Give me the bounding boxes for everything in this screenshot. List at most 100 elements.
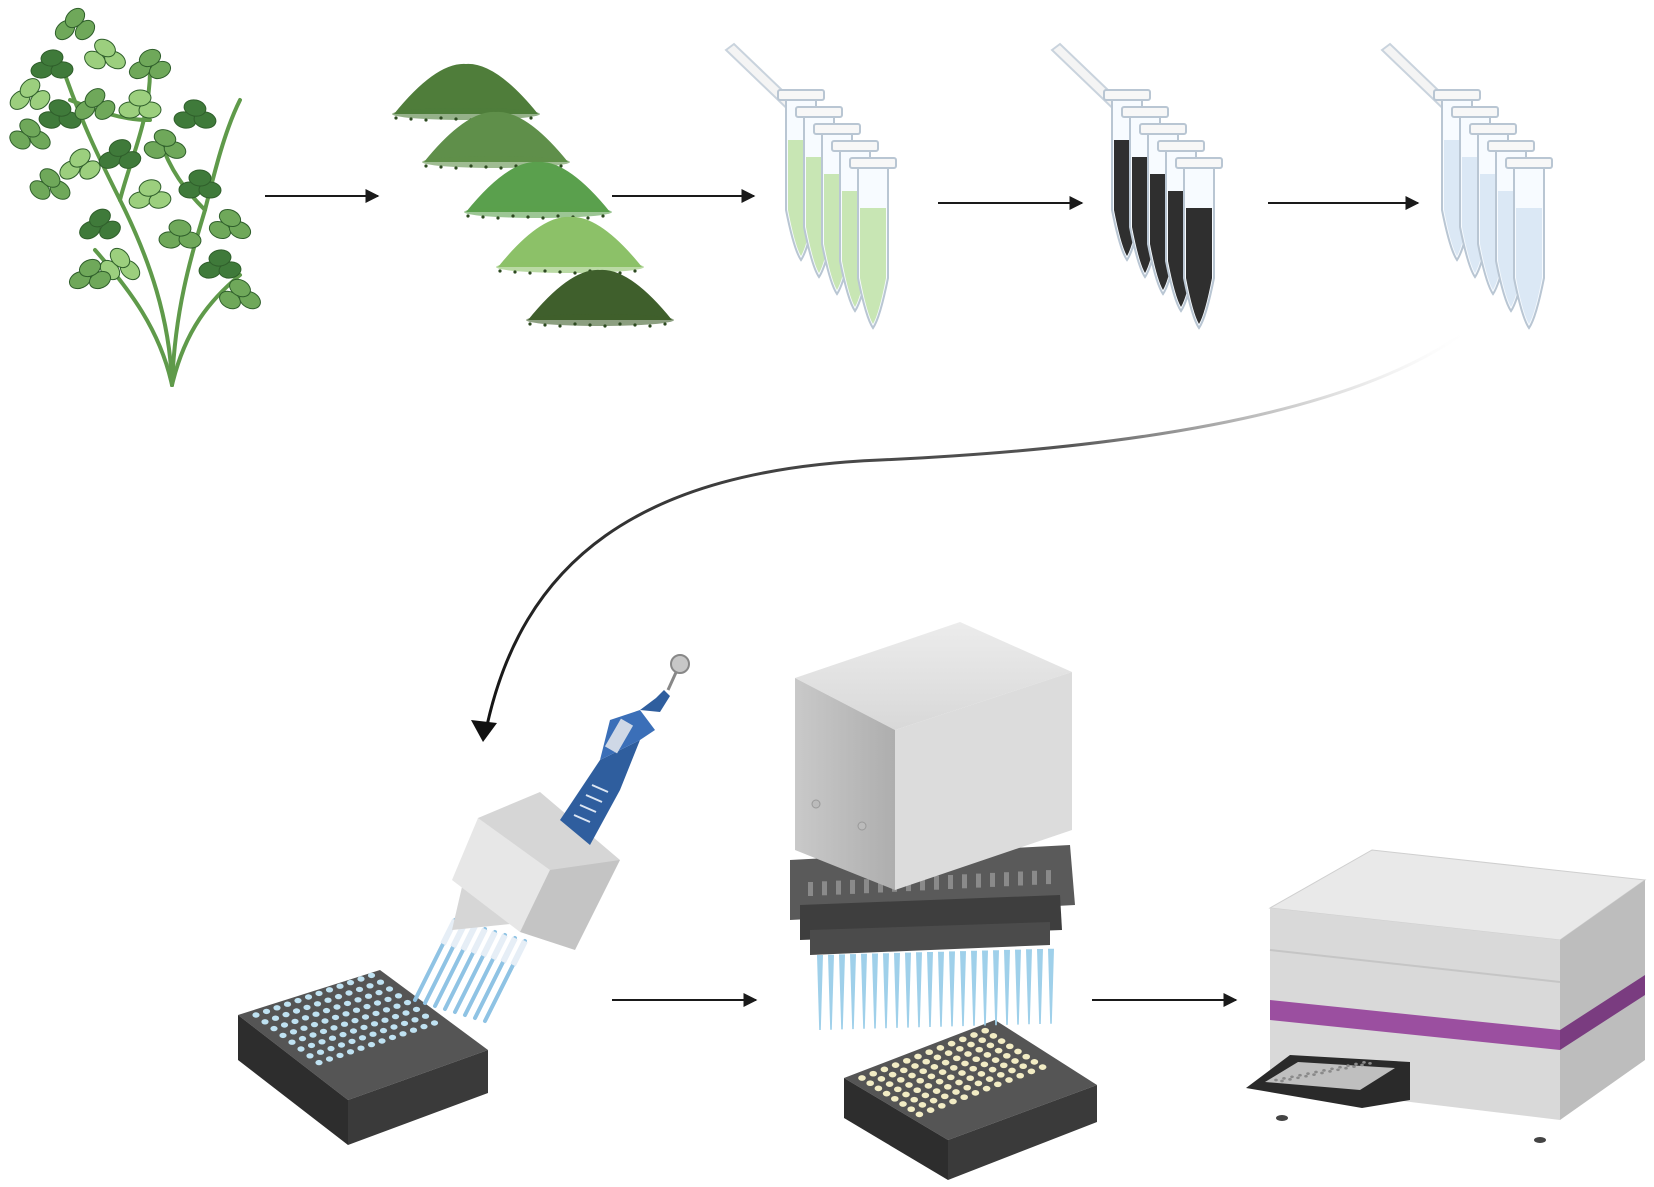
well <box>378 1038 386 1044</box>
well <box>340 1021 349 1027</box>
liquid-handler-tip <box>817 955 823 1030</box>
well <box>899 1101 907 1107</box>
well <box>959 1036 967 1043</box>
well <box>988 1066 997 1073</box>
well <box>882 1090 891 1097</box>
well <box>932 1088 941 1094</box>
well <box>1328 1070 1332 1073</box>
well <box>935 1078 944 1085</box>
well <box>357 976 365 982</box>
well <box>388 1034 397 1041</box>
liquid-handler-tip <box>1026 949 1032 1025</box>
well <box>342 1011 350 1017</box>
well <box>1282 1077 1286 1080</box>
well <box>309 1032 317 1038</box>
well <box>300 1025 308 1031</box>
well <box>956 1045 964 1052</box>
curved-arrow <box>483 326 1471 736</box>
curved-arrow-head <box>471 720 497 742</box>
well <box>921 1092 930 1099</box>
well <box>354 997 362 1003</box>
powder-pile <box>464 161 612 220</box>
well <box>1290 1075 1294 1079</box>
well <box>900 1067 908 1074</box>
liquid-handler-tip <box>839 954 845 1030</box>
well <box>1014 1048 1022 1055</box>
liquid-handler-tip <box>960 951 966 1027</box>
well <box>1338 1065 1342 1069</box>
well <box>270 1025 278 1032</box>
well <box>927 1073 936 1080</box>
liquid-handler-tip <box>1048 948 1054 1024</box>
leaf <box>54 7 96 41</box>
well <box>1030 1059 1039 1065</box>
well <box>367 972 376 979</box>
well <box>390 1024 398 1030</box>
well <box>385 986 394 992</box>
well <box>924 1083 933 1089</box>
well <box>313 1001 322 1007</box>
well <box>977 1071 986 1077</box>
well <box>349 1028 358 1034</box>
leaf <box>98 139 142 169</box>
well <box>325 1056 334 1062</box>
well <box>334 993 343 1000</box>
well <box>327 1045 335 1052</box>
well <box>903 1057 911 1064</box>
well <box>869 1070 877 1077</box>
well <box>351 1017 359 1024</box>
powder-pile <box>422 111 570 170</box>
well <box>298 1035 307 1042</box>
well <box>974 1080 983 1087</box>
well <box>908 1072 916 1079</box>
well <box>972 1056 980 1063</box>
well <box>1362 1061 1366 1064</box>
leaf <box>9 78 51 110</box>
well <box>430 1020 439 1026</box>
well <box>324 997 332 1003</box>
well <box>315 990 323 997</box>
well <box>1314 1070 1318 1074</box>
well <box>1005 1077 1013 1083</box>
well <box>1354 1062 1358 1066</box>
well <box>1027 1068 1036 1075</box>
leaf <box>173 99 217 129</box>
well <box>952 1089 960 1095</box>
liquid-handler-tip <box>828 954 834 1030</box>
well <box>348 1038 356 1045</box>
well <box>1320 1071 1324 1075</box>
well <box>301 1015 310 1021</box>
well <box>916 1077 924 1084</box>
well <box>913 1087 921 1094</box>
leaf <box>158 219 202 249</box>
well <box>955 1079 963 1086</box>
well <box>941 1093 949 1100</box>
well <box>403 999 412 1006</box>
well <box>1352 1065 1356 1068</box>
leaf <box>178 169 222 199</box>
well <box>975 1046 983 1053</box>
leaf <box>9 118 51 150</box>
tube <box>849 157 897 330</box>
well <box>345 990 353 996</box>
well <box>933 1054 942 1061</box>
well <box>1000 1062 1008 1069</box>
liquid-handler-tip <box>850 954 856 1030</box>
well <box>960 1094 968 1101</box>
leaf <box>118 89 162 119</box>
well <box>963 1084 971 1091</box>
well <box>336 983 344 989</box>
well <box>360 1024 368 1031</box>
leaf <box>198 249 242 279</box>
well <box>858 1075 866 1081</box>
well <box>322 1007 331 1014</box>
well <box>1306 1072 1310 1075</box>
well <box>328 1035 337 1041</box>
well <box>312 1011 320 1017</box>
liquid-handler-icon <box>790 622 1097 1180</box>
well <box>282 1011 290 1018</box>
well <box>346 1049 355 1055</box>
well <box>950 1064 958 1071</box>
well <box>947 1074 955 1081</box>
well <box>369 1031 377 1037</box>
